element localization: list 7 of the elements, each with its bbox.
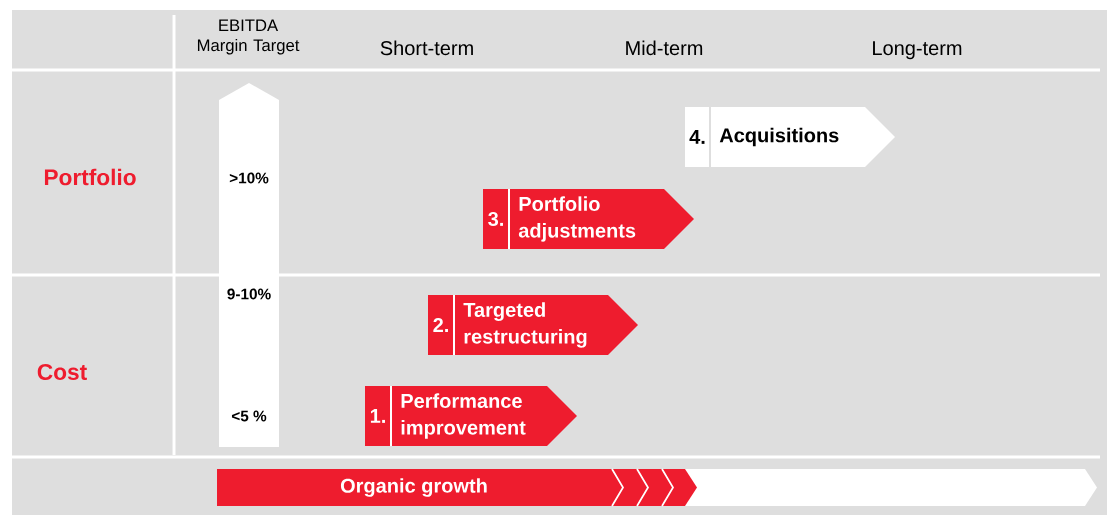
row-label: Cost xyxy=(37,363,87,381)
step-banner: 4. Acquisitions xyxy=(685,106,895,168)
column-header: Long-term xyxy=(873,41,962,60)
column-header: Short-term xyxy=(380,40,473,56)
row-label: Portfolio xyxy=(44,168,136,186)
column-header: Mid-term xyxy=(626,40,703,56)
column-header: EBITDA Margin Target xyxy=(197,19,300,55)
